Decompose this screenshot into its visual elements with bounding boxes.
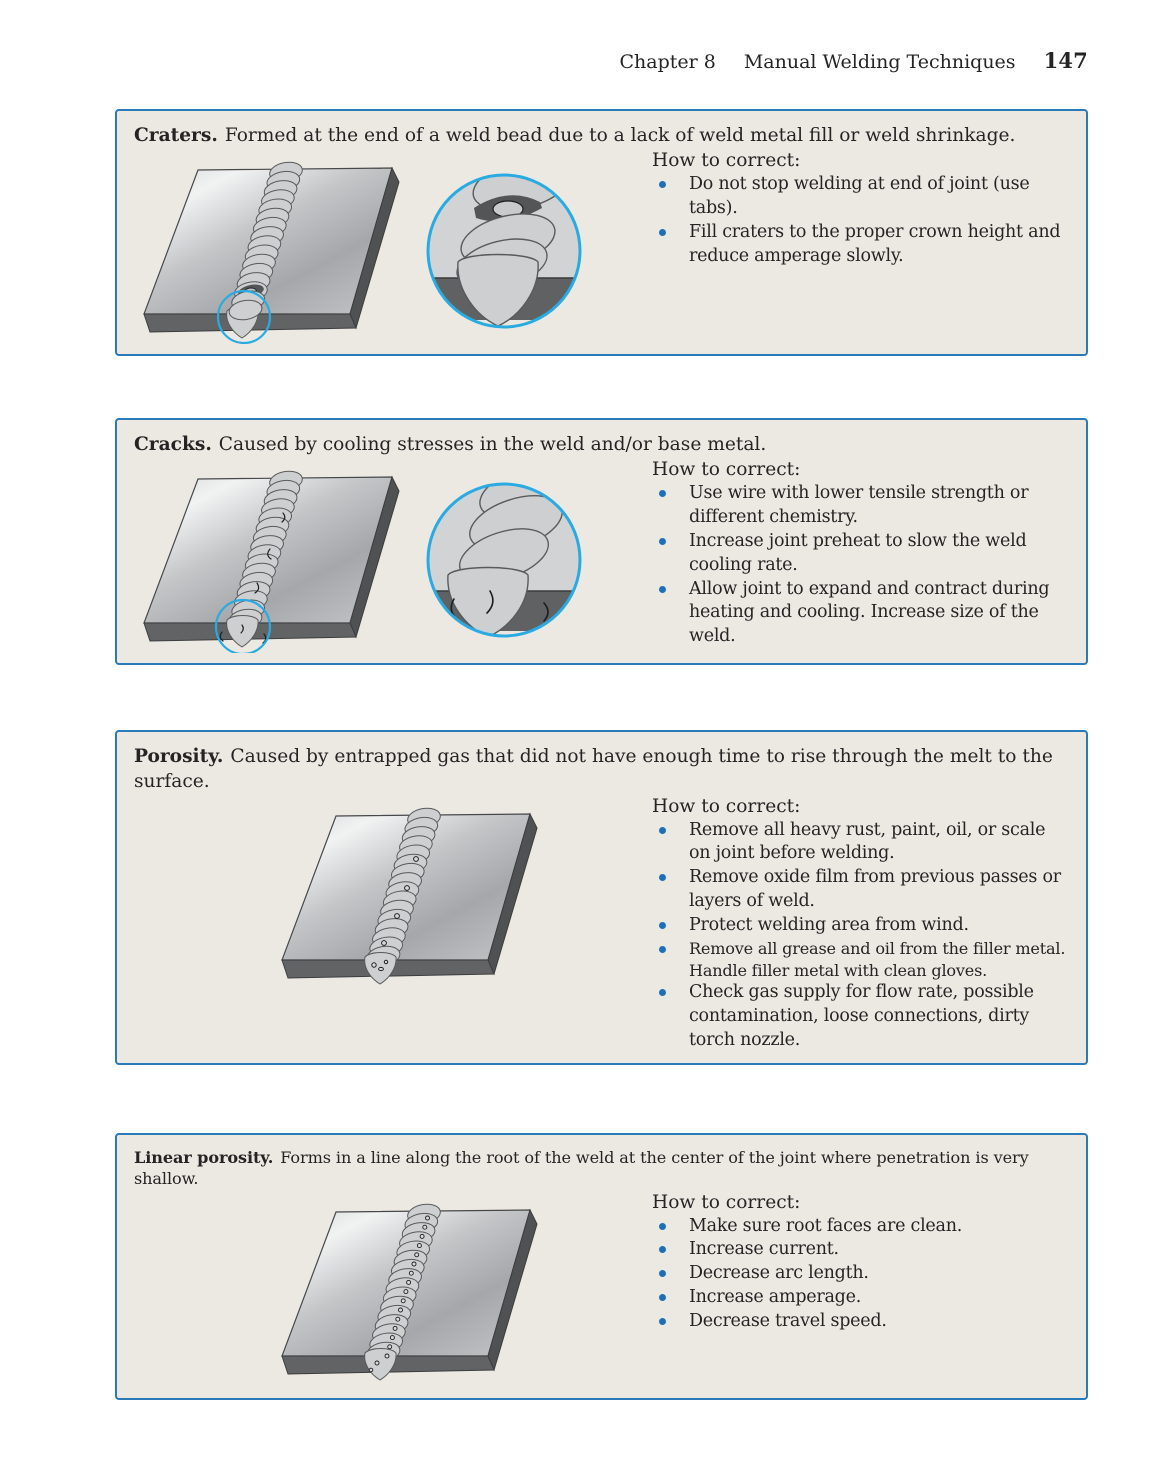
running-head: Chapter 8 Manual Welding Techniques 147	[0, 0, 1156, 73]
defect-term: Porosity.	[134, 746, 224, 768]
corrections-list: Remove all heavy rust, paint, oil, or sc…	[652, 819, 1070, 1053]
magnified-inset	[426, 173, 582, 329]
corrections-list: Use wire with lower tensile strength or …	[652, 482, 1070, 649]
cracks-illustration	[134, 457, 652, 654]
bullet-icon	[659, 1317, 666, 1325]
bullet-icon	[659, 537, 666, 545]
steel-plate	[143, 159, 400, 345]
highlight-circle-icon	[214, 599, 272, 654]
defect-term: Craters.	[134, 125, 218, 146]
correction-item: Remove all heavy rust, paint, oil, or sc…	[652, 819, 1070, 867]
correction-item: Allow joint to expand and contract durin…	[652, 578, 1070, 649]
magnified-inset	[426, 482, 582, 638]
correction-item: Make sure root faces are clean.	[652, 1215, 1070, 1239]
panel-craters: Craters. Formed at the end of a weld bead…	[115, 109, 1088, 357]
bullet-icon	[659, 874, 666, 882]
pore-line-marks	[368, 1215, 430, 1372]
linear-porosity-illustration	[134, 1190, 652, 1388]
panel-linear-porosity: Linear porosity.Forms in a line along th…	[115, 1132, 1088, 1400]
panel-cracks: Cracks. Caused by cooling stresses in the…	[115, 418, 1088, 666]
corrections-list: Do not stop welding at end of joint (use…	[652, 173, 1070, 268]
defect-term: Cracks.	[134, 434, 212, 456]
defect-term: Linear porosity.	[134, 1147, 274, 1167]
defect-intro: Cracks. Caused by cooling stresses in the…	[134, 433, 1070, 457]
defect-intro: Porosity.Caused by entrapped gas that di…	[134, 745, 1070, 793]
how-to-correct-label: How to correct:	[652, 150, 801, 172]
corrections-column: How to correct: Remove all heavy rust, p…	[652, 794, 1070, 1053]
corrections-column: How to correct: Use wire with lower tens…	[652, 457, 1070, 649]
page-number: 147	[1043, 48, 1088, 73]
bullet-icon	[659, 228, 666, 236]
correction-item: Increase joint preheat to slow the weld …	[652, 530, 1070, 578]
bullet-icon	[659, 1270, 666, 1278]
how-to-correct-label: How to correct:	[652, 1191, 801, 1213]
bullet-icon	[659, 945, 666, 953]
craters-illustration	[134, 148, 652, 345]
corrections-list: Make sure root faces are clean. Increase…	[652, 1215, 1070, 1334]
correction-item: Decrease arc length.	[652, 1262, 1070, 1286]
porosity-figure	[281, 804, 538, 985]
cracks-figure	[143, 468, 582, 654]
defect-intro: Linear porosity.Forms in a line along th…	[134, 1148, 1070, 1190]
bullet-icon	[659, 490, 666, 498]
corrections-column: How to correct: Make sure root faces are…	[652, 1190, 1070, 1334]
defect-description: Caused by entrapped gas that did not hav…	[134, 746, 1053, 792]
bullet-icon	[659, 989, 666, 997]
correction-item: Increase amperage.	[652, 1286, 1070, 1310]
defect-description: Caused by cooling stresses in the weld a…	[218, 434, 767, 456]
bullet-icon	[659, 181, 666, 189]
bullet-icon	[659, 1222, 666, 1230]
steel-plate	[281, 804, 538, 985]
correction-item: Remove oxide film from previous passes o…	[652, 866, 1070, 914]
how-to-correct-label: How to correct:	[652, 795, 801, 817]
how-to-correct-label: How to correct:	[652, 459, 801, 481]
correction-item: Do not stop welding at end of joint (use…	[652, 173, 1070, 221]
magnifier-circle-icon	[426, 173, 582, 329]
steel-plate	[281, 1200, 538, 1381]
chapter-label: Chapter 8	[619, 51, 716, 73]
porosity-illustration	[134, 794, 652, 992]
correction-item: Check gas supply for flow rate, possible…	[652, 981, 1070, 1052]
correction-item: Decrease travel speed.	[652, 1310, 1070, 1334]
corrections-column: How to correct: Do not stop welding at e…	[652, 148, 1070, 268]
chapter-title: Manual Welding Techniques	[743, 51, 1016, 73]
bullet-icon	[659, 1294, 666, 1302]
steel-plate	[143, 468, 400, 654]
defect-description: Formed at the end of a weld bead due to …	[224, 125, 1016, 146]
correction-item: Remove all grease and oil from the fille…	[652, 938, 1070, 982]
correction-item: Use wire with lower tensile strength or …	[652, 482, 1070, 530]
crack-marks	[219, 512, 286, 644]
linear-porosity-figure	[281, 1200, 538, 1381]
bullet-icon	[659, 921, 666, 929]
pore-marks	[371, 855, 419, 971]
panel-porosity: Porosity.Caused by entrapped gas that di…	[115, 730, 1088, 1065]
magnifier-circle-icon	[426, 482, 582, 638]
correction-item: Protect welding area from wind.	[652, 914, 1070, 938]
highlight-circle-icon	[216, 290, 272, 345]
defect-description: Forms in a line along the root of the we…	[134, 1147, 1029, 1188]
craters-figure	[143, 159, 582, 345]
bullet-icon	[659, 1246, 666, 1254]
bullet-icon	[659, 826, 666, 834]
correction-item: Fill craters to the proper crown height …	[652, 221, 1070, 269]
defect-intro: Craters. Formed at the end of a weld bead…	[134, 124, 1070, 148]
correction-item: Increase current.	[652, 1238, 1070, 1262]
bullet-icon	[659, 585, 666, 593]
